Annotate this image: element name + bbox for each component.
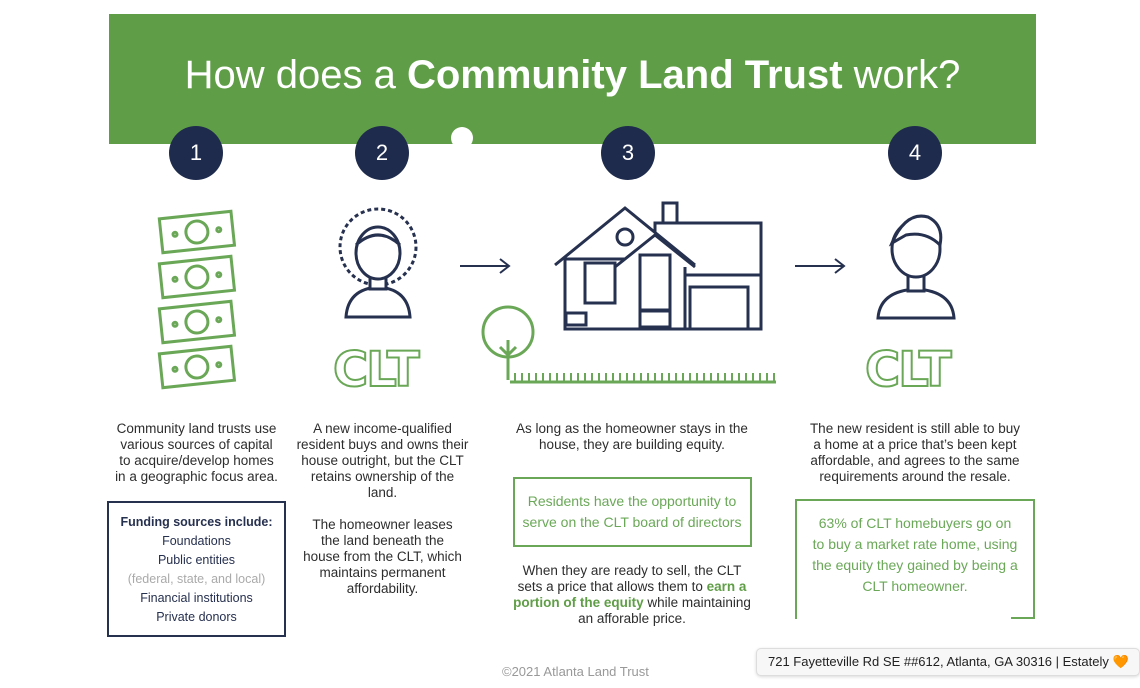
arrow-right-icon bbox=[795, 258, 846, 274]
step-3-text: As long as the homeowner stays in the ho… bbox=[516, 421, 748, 452]
step-2-text: A new income-qualified resident buys and… bbox=[296, 421, 469, 500]
title-banner: How does a Community Land Trust work? bbox=[109, 14, 1036, 144]
step-2-column: A new income-qualified resident buys and… bbox=[295, 421, 470, 597]
title-bold: Community Land Trust bbox=[406, 53, 843, 97]
house-icon bbox=[481, 201, 776, 384]
step-1-column: Community land trusts use various source… bbox=[107, 421, 286, 637]
step-4-column: The new resident is still able to buy a … bbox=[795, 421, 1035, 619]
title-post: work? bbox=[842, 53, 961, 97]
clt-logo: CLT bbox=[332, 341, 421, 399]
address-tooltip[interactable]: 721 Fayetteville Rd SE ##612, Atlanta, G… bbox=[756, 648, 1140, 676]
equity-highlight: earn a portion of the equity bbox=[513, 579, 747, 610]
board-callout: Residents have the opportunity to serve … bbox=[512, 477, 752, 547]
step-number-4: 4 bbox=[888, 126, 942, 180]
funding-item: Private donors bbox=[156, 610, 237, 624]
market-rate-callout: 63% of CLT homebuyers go on to buy a mar… bbox=[795, 499, 1035, 619]
step-number-2: 2 bbox=[355, 126, 409, 180]
arrow-right-icon bbox=[460, 258, 511, 274]
money-stack-icon bbox=[157, 209, 237, 390]
copyright: ©2021 Atlanta Land Trust bbox=[502, 664, 649, 679]
clt-logo: CLT bbox=[864, 341, 953, 399]
sell-text-end: while maintaining an afforable price. bbox=[578, 595, 751, 626]
banner-notch bbox=[451, 127, 473, 149]
step-3-column: As long as the homeowner stays in the ho… bbox=[507, 421, 757, 627]
funding-item-note: (federal, state, and local) bbox=[127, 572, 266, 586]
sell-text: When they are ready to sell, the CLT set… bbox=[517, 563, 742, 594]
step-3-text-2: When they are ready to sell, the CLT set… bbox=[510, 563, 755, 627]
step-number-1: 1 bbox=[169, 126, 223, 180]
step-4-text: The new resident is still able to buy a … bbox=[809, 421, 1021, 484]
funding-item: Public entities bbox=[157, 553, 236, 567]
page-title: How does a Community Land Trust work? bbox=[109, 52, 1036, 98]
title-pre: How does a bbox=[184, 53, 407, 97]
step-number-3: 3 bbox=[601, 126, 655, 180]
funding-item: Financial institutions bbox=[140, 591, 253, 605]
step-1-text: Community land trusts use various source… bbox=[115, 421, 278, 484]
step-2-text-2: The homeowner leases the land beneath th… bbox=[303, 517, 462, 596]
resident-woman-icon bbox=[338, 207, 418, 319]
funding-item: Foundations bbox=[162, 534, 231, 548]
funding-heading: Funding sources include: bbox=[120, 515, 273, 529]
new-resident-icon bbox=[876, 214, 956, 320]
funding-sources-box: Funding sources include: Foundations Pub… bbox=[107, 501, 286, 637]
